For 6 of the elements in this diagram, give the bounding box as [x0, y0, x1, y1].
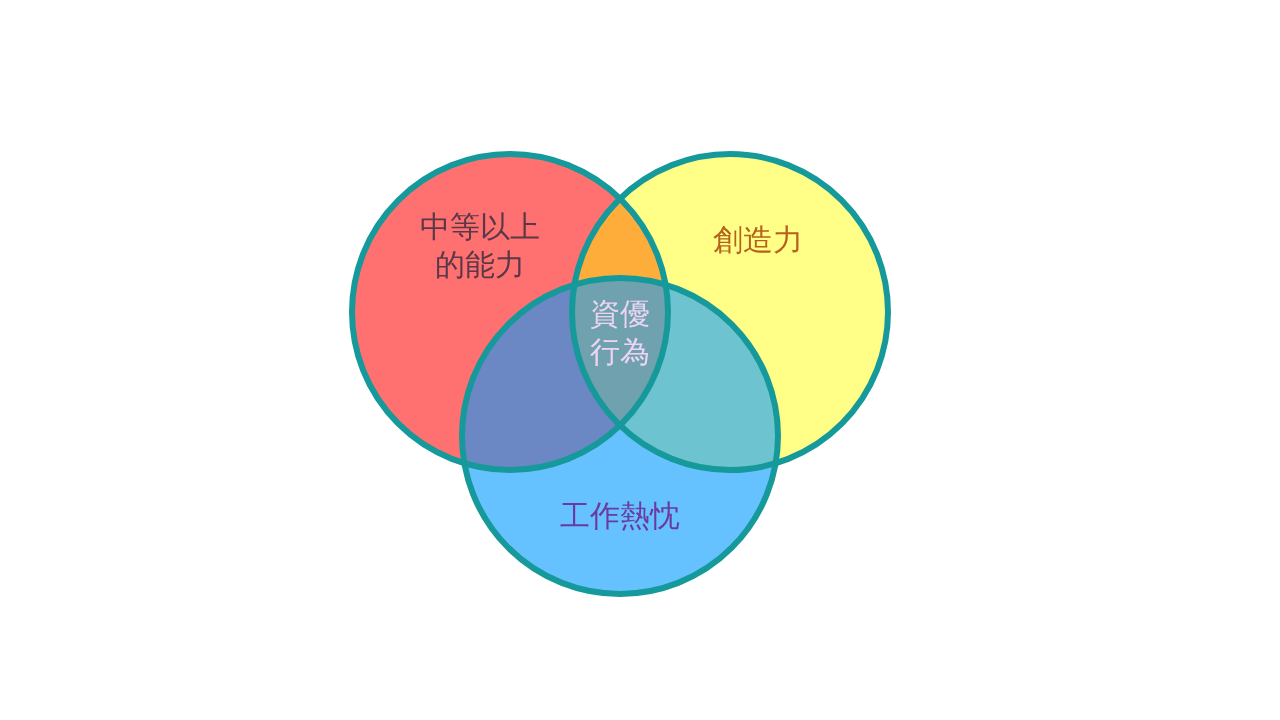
center-label: 資優行為 — [589, 295, 651, 371]
circle-label: 工作熱忱 — [559, 497, 681, 535]
venn-circle — [349, 151, 671, 473]
venn-circle — [569, 151, 891, 473]
circle-label: 中等以上的能力 — [419, 208, 541, 284]
circle-label: 創造力 — [711, 221, 804, 259]
